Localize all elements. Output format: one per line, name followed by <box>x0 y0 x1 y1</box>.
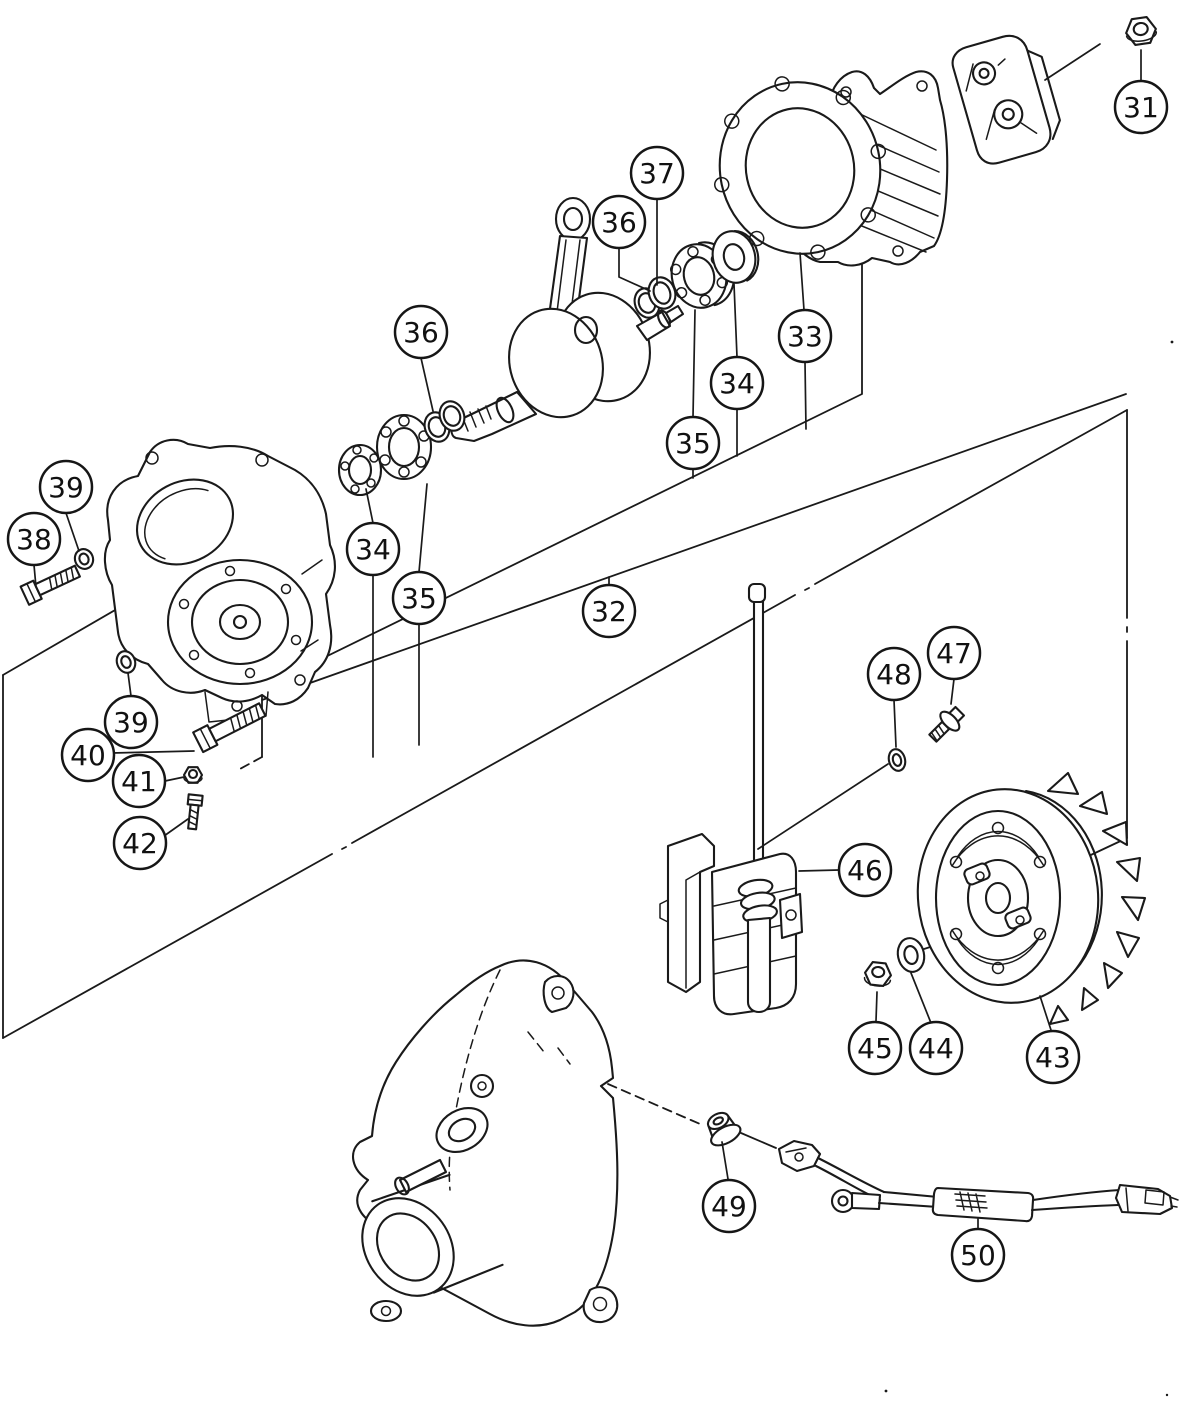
callout-36: 36 <box>591 194 647 250</box>
callout-number: 43 <box>1035 1041 1071 1074</box>
crankcase-left-drawing <box>103 438 336 723</box>
callout-32: 32 <box>581 583 637 639</box>
callout-number: 40 <box>70 739 106 772</box>
flywheel-drawing <box>916 771 1147 1026</box>
bolt-47-drawing <box>928 705 966 743</box>
callout-number: 37 <box>639 157 675 190</box>
washer-48-drawing <box>887 748 907 772</box>
callout-number: 44 <box>918 1032 954 1065</box>
callout-34: 34 <box>345 521 401 577</box>
stud-42-drawing <box>186 793 204 831</box>
callout-35: 35 <box>391 570 447 626</box>
callout-number: 38 <box>16 523 52 556</box>
callout-number: 36 <box>601 206 637 239</box>
grommet-drawing <box>706 1111 742 1147</box>
callout-37: 37 <box>629 145 685 201</box>
bolt-38-drawing <box>19 564 81 606</box>
callout-number: 32 <box>591 595 627 628</box>
callout-38: 38 <box>6 511 62 567</box>
bearing-set-left-drawing <box>337 400 466 497</box>
callout-34: 34 <box>709 355 765 411</box>
callout-41: 41 <box>111 753 167 809</box>
ignition-coil-drawing <box>659 582 804 1016</box>
callout-number: 49 <box>711 1190 747 1223</box>
seal-set-right-drawing <box>633 229 760 319</box>
bolt-40-drawing <box>192 702 267 754</box>
washer-39a-drawing <box>73 548 95 570</box>
callout-35: 35 <box>665 415 721 471</box>
callout-number: 31 <box>1123 91 1159 124</box>
nut-45-drawing <box>863 961 892 987</box>
callout-number: 41 <box>121 765 157 798</box>
callout-number: 39 <box>113 706 149 739</box>
mount-bracket-drawing <box>951 34 1061 165</box>
callout-50: 50 <box>950 1227 1006 1283</box>
callout-number: 33 <box>787 320 823 353</box>
callout-number: 48 <box>876 658 912 691</box>
callout-number: 42 <box>122 827 158 860</box>
callout-number: 46 <box>847 854 883 887</box>
gasket-drawing <box>713 76 887 260</box>
wire-harness-drawing <box>777 1139 1179 1223</box>
callout-number: 34 <box>719 367 755 400</box>
callout-31: 31 <box>1113 79 1169 135</box>
nut-41-drawing <box>182 766 204 784</box>
callout-49: 49 <box>701 1178 757 1234</box>
callout-number: 45 <box>857 1032 893 1065</box>
nut-31-drawing <box>1125 16 1158 46</box>
callout-43: 43 <box>1025 1029 1081 1085</box>
fan-cover-drawing <box>351 959 619 1327</box>
callout-45: 45 <box>847 1020 903 1076</box>
washer-39b-drawing <box>115 650 137 674</box>
leader-lines <box>33 43 1142 1229</box>
callout-number: 36 <box>403 316 439 349</box>
callout-number: 35 <box>401 582 437 615</box>
callout-36: 36 <box>393 304 449 360</box>
callout-number: 50 <box>960 1239 996 1272</box>
callout-number: 35 <box>675 427 711 460</box>
callout-47: 47 <box>926 625 982 681</box>
crankshaft-drawing <box>450 196 685 443</box>
callout-number: 34 <box>355 533 391 566</box>
callout-number: 47 <box>936 637 972 670</box>
callout-44: 44 <box>908 1020 964 1076</box>
callout-46: 46 <box>837 842 893 898</box>
callout-number: 39 <box>48 471 84 504</box>
callout-48: 48 <box>866 646 922 702</box>
callout-39: 39 <box>103 694 159 750</box>
callout-33: 33 <box>777 308 833 364</box>
flywheel-fins <box>1046 771 1147 1026</box>
callout-39: 39 <box>38 459 94 515</box>
callout-40: 40 <box>60 727 116 783</box>
washer-44-drawing <box>896 937 926 973</box>
construction-lines <box>2 251 1174 1397</box>
callout-42: 42 <box>112 815 168 871</box>
